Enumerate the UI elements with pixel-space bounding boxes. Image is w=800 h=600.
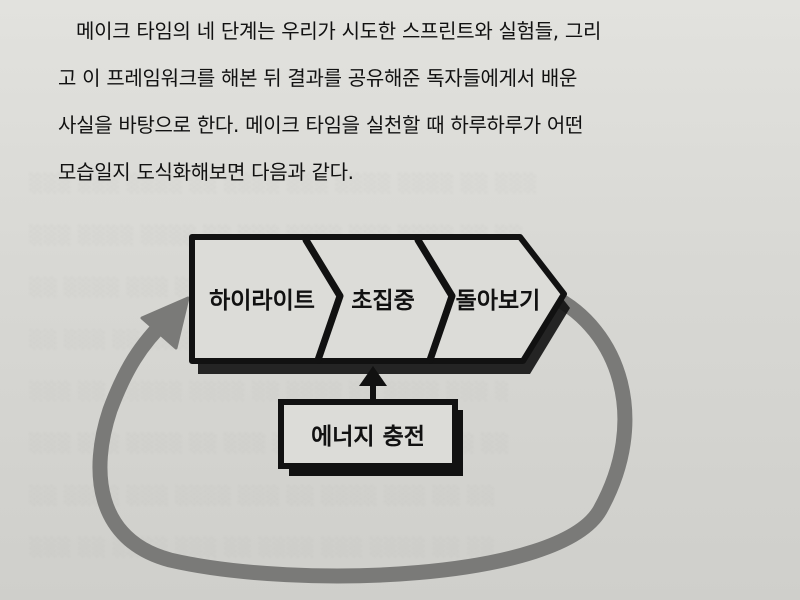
paragraph-line: 사실을 바탕으로 한다. 메이크 타임을 실천할 때 하루하루가 어떤 [58,113,584,137]
intro-paragraph: 메이크 타임의 네 단계는 우리가 시도한 스프린트와 실험들, 그리 고 이 … [58,8,758,196]
step-label-laser: 초집중 [351,288,414,314]
paragraph-line: 모습일지 도식화해보면 다음과 같다. [58,160,354,184]
paragraph-line: 메이크 타임의 네 단계는 우리가 시도한 스프린트와 실험들, 그리 [76,19,602,43]
chevron-divider-2 [414,236,456,364]
chevron-divider-1 [302,236,344,364]
loop-arrow-head [140,296,190,350]
step-label-highlight: 하이라이트 [209,288,315,314]
energy-label: 에너지 충전 [311,424,425,450]
loop-arrow [92,288,633,584]
energy-box [278,399,458,469]
chevron-band [189,234,567,364]
paragraph-line: 고 이 프레임워크를 해본 뒤 결과를 공유해준 독자들에게서 배운 [58,66,578,90]
energy-up-arrow-head [359,366,387,386]
step-label-reflect: 돌아보기 [456,288,541,314]
